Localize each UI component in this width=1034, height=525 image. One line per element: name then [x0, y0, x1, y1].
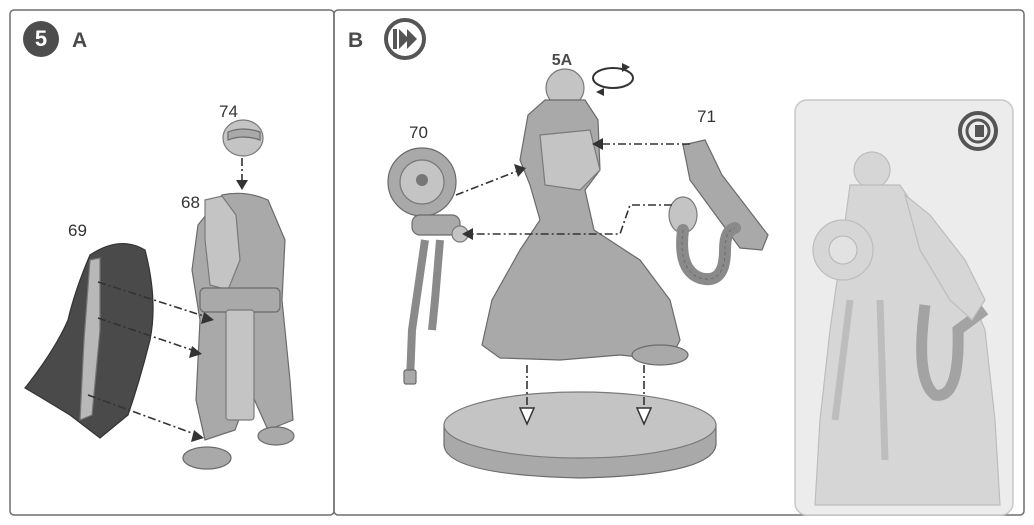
- panel-b-letter: B: [348, 29, 363, 52]
- fast-forward-icon: [386, 20, 424, 58]
- gear-part-70: [388, 148, 468, 384]
- finished-model-preview: [795, 100, 1013, 515]
- sub-assembly-label: 5A: [552, 52, 573, 69]
- assembly-arrow-70: [456, 170, 520, 195]
- part-label-69: 69: [68, 221, 87, 240]
- assembled-body-5a: [482, 69, 688, 365]
- round-base: [444, 392, 716, 478]
- part-label-68: 68: [181, 193, 200, 212]
- arrowhead-69-c: [191, 430, 204, 442]
- part-label-74: 74: [219, 102, 238, 121]
- rotate-arrows-icon: [593, 63, 633, 96]
- part-label-71: 71: [697, 107, 716, 126]
- cloak-part-69: [25, 244, 153, 438]
- arm-part-71: [669, 140, 768, 279]
- panel-a-letter: A: [72, 29, 87, 52]
- step-number: 5: [35, 26, 47, 51]
- part-label-70: 70: [409, 123, 428, 142]
- head-part-74: [223, 120, 263, 156]
- body-part-68: [183, 193, 294, 469]
- arrowhead-74: [236, 180, 248, 190]
